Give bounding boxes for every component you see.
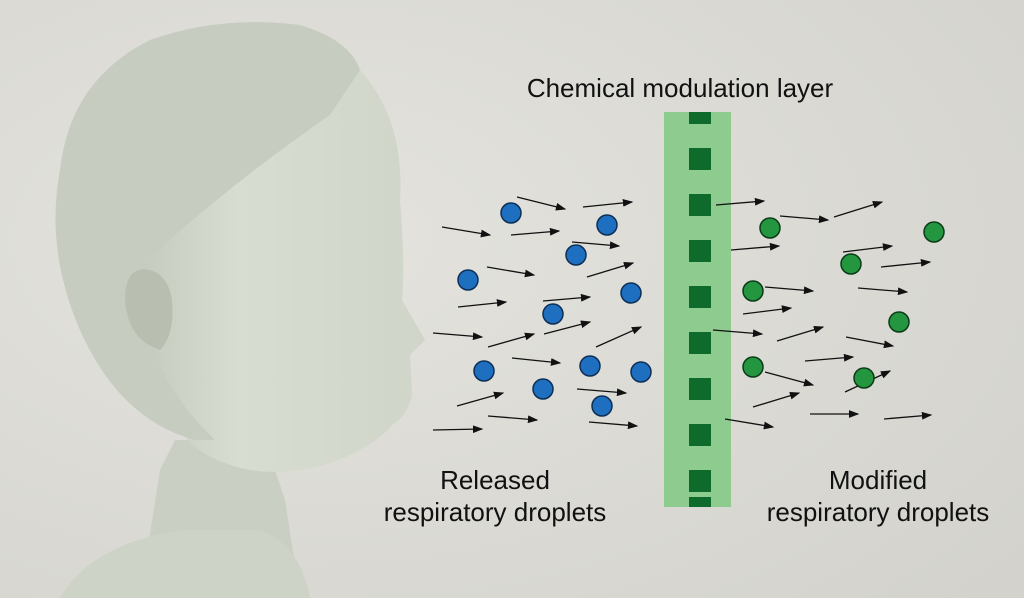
arrow xyxy=(582,199,634,208)
arrow xyxy=(586,261,635,278)
arrow xyxy=(842,243,894,253)
layer-square xyxy=(689,378,711,400)
released-droplets-label: Released respiratory droplets xyxy=(340,464,650,528)
layer-square xyxy=(689,424,711,446)
released-droplet xyxy=(596,214,618,236)
layer-square xyxy=(689,332,711,354)
layer-title: Chemical modulation layer xyxy=(526,73,834,103)
released-droplet xyxy=(579,355,601,377)
arrow xyxy=(730,242,781,251)
released-droplet xyxy=(457,269,479,291)
released-droplet xyxy=(500,202,522,224)
arrow xyxy=(845,336,895,349)
arrow xyxy=(880,259,932,268)
layer-square xyxy=(689,470,711,492)
released-droplet xyxy=(630,361,652,383)
modified-label-line1: Modified xyxy=(828,465,928,495)
arrow xyxy=(510,227,561,236)
arrow xyxy=(441,226,492,238)
modified-droplet xyxy=(840,253,862,275)
modified-droplet xyxy=(742,280,764,302)
arrow xyxy=(487,332,536,348)
modified-droplet xyxy=(853,367,875,389)
released-label-line1: Released xyxy=(440,465,550,495)
arrow xyxy=(742,305,793,315)
layer-square xyxy=(689,194,711,216)
released-droplet xyxy=(542,303,564,325)
arrow xyxy=(543,320,592,335)
modified-droplet xyxy=(742,356,764,378)
ear xyxy=(125,269,173,350)
chemical-modulation-layer xyxy=(664,112,731,507)
arrow xyxy=(432,425,484,434)
arrow xyxy=(576,388,628,397)
arrow xyxy=(883,411,933,420)
arrow xyxy=(486,266,536,278)
released-droplet xyxy=(532,378,554,400)
arrow xyxy=(588,421,639,430)
arrow xyxy=(456,391,505,407)
released-droplet xyxy=(620,282,642,304)
hair xyxy=(55,22,360,441)
arrow xyxy=(724,418,775,430)
droplets xyxy=(457,202,945,417)
arrow xyxy=(516,196,567,211)
layer-square xyxy=(689,240,711,262)
modified-label-line2: respiratory droplets xyxy=(766,497,990,527)
layer-square xyxy=(689,497,711,507)
released-droplet xyxy=(565,244,587,266)
arrow xyxy=(487,415,539,424)
modified-droplet xyxy=(759,217,781,239)
arrow xyxy=(715,197,766,206)
arrow xyxy=(764,371,815,387)
arrow xyxy=(457,299,508,308)
arrow xyxy=(804,353,855,362)
released-droplet xyxy=(473,360,495,382)
arrow xyxy=(432,332,484,341)
layer-square xyxy=(689,112,711,124)
droplet-motion-arrows xyxy=(432,196,933,434)
arrow xyxy=(712,329,764,338)
modified-droplet xyxy=(923,221,945,243)
head-figure xyxy=(55,22,426,598)
arrow xyxy=(595,326,643,348)
layer-square xyxy=(689,286,711,308)
arrow xyxy=(857,287,909,296)
arrow xyxy=(833,200,884,218)
modified-droplets-label: Modified respiratory droplets xyxy=(730,464,1024,528)
arrow xyxy=(779,215,830,224)
released-droplet xyxy=(591,395,613,417)
layer-square xyxy=(689,148,711,170)
layer-band xyxy=(664,112,731,507)
arrow xyxy=(752,391,801,408)
arrow xyxy=(511,357,562,366)
arrow xyxy=(776,325,825,342)
released-label-line2: respiratory droplets xyxy=(383,497,607,527)
modified-droplet xyxy=(888,311,910,333)
arrow xyxy=(571,241,621,250)
arrow xyxy=(542,293,592,302)
shoulder xyxy=(60,530,310,598)
arrow xyxy=(764,286,815,295)
